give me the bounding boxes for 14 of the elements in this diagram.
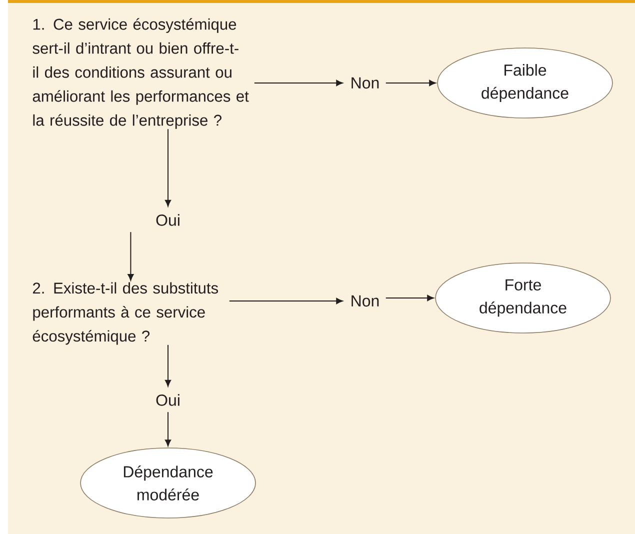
arrow: [385, 294, 434, 302]
arrow: [385, 80, 436, 86]
arrow: [254, 80, 343, 86]
arrow: [164, 128, 172, 207]
answer-label: Non: [352, 77, 379, 89]
answer-label: Non: [352, 295, 379, 307]
answer-label: Oui: [156, 214, 180, 226]
question-text: 2. Existe-t-il des substituts performants à ce service écosystémique ?: [32, 282, 218, 345]
answer-label: Oui: [156, 394, 180, 406]
question-text: 1. Ce service écosystémique sert-il d’intrant ou bien offre-t-il des conditions assurant ou améliorant les performances et la réussite de l’entreprise ?: [32, 18, 249, 129]
arrow: [228, 298, 343, 304]
arrow: [128, 232, 134, 281]
arrow: [164, 344, 172, 387]
arrow: [164, 412, 172, 446]
